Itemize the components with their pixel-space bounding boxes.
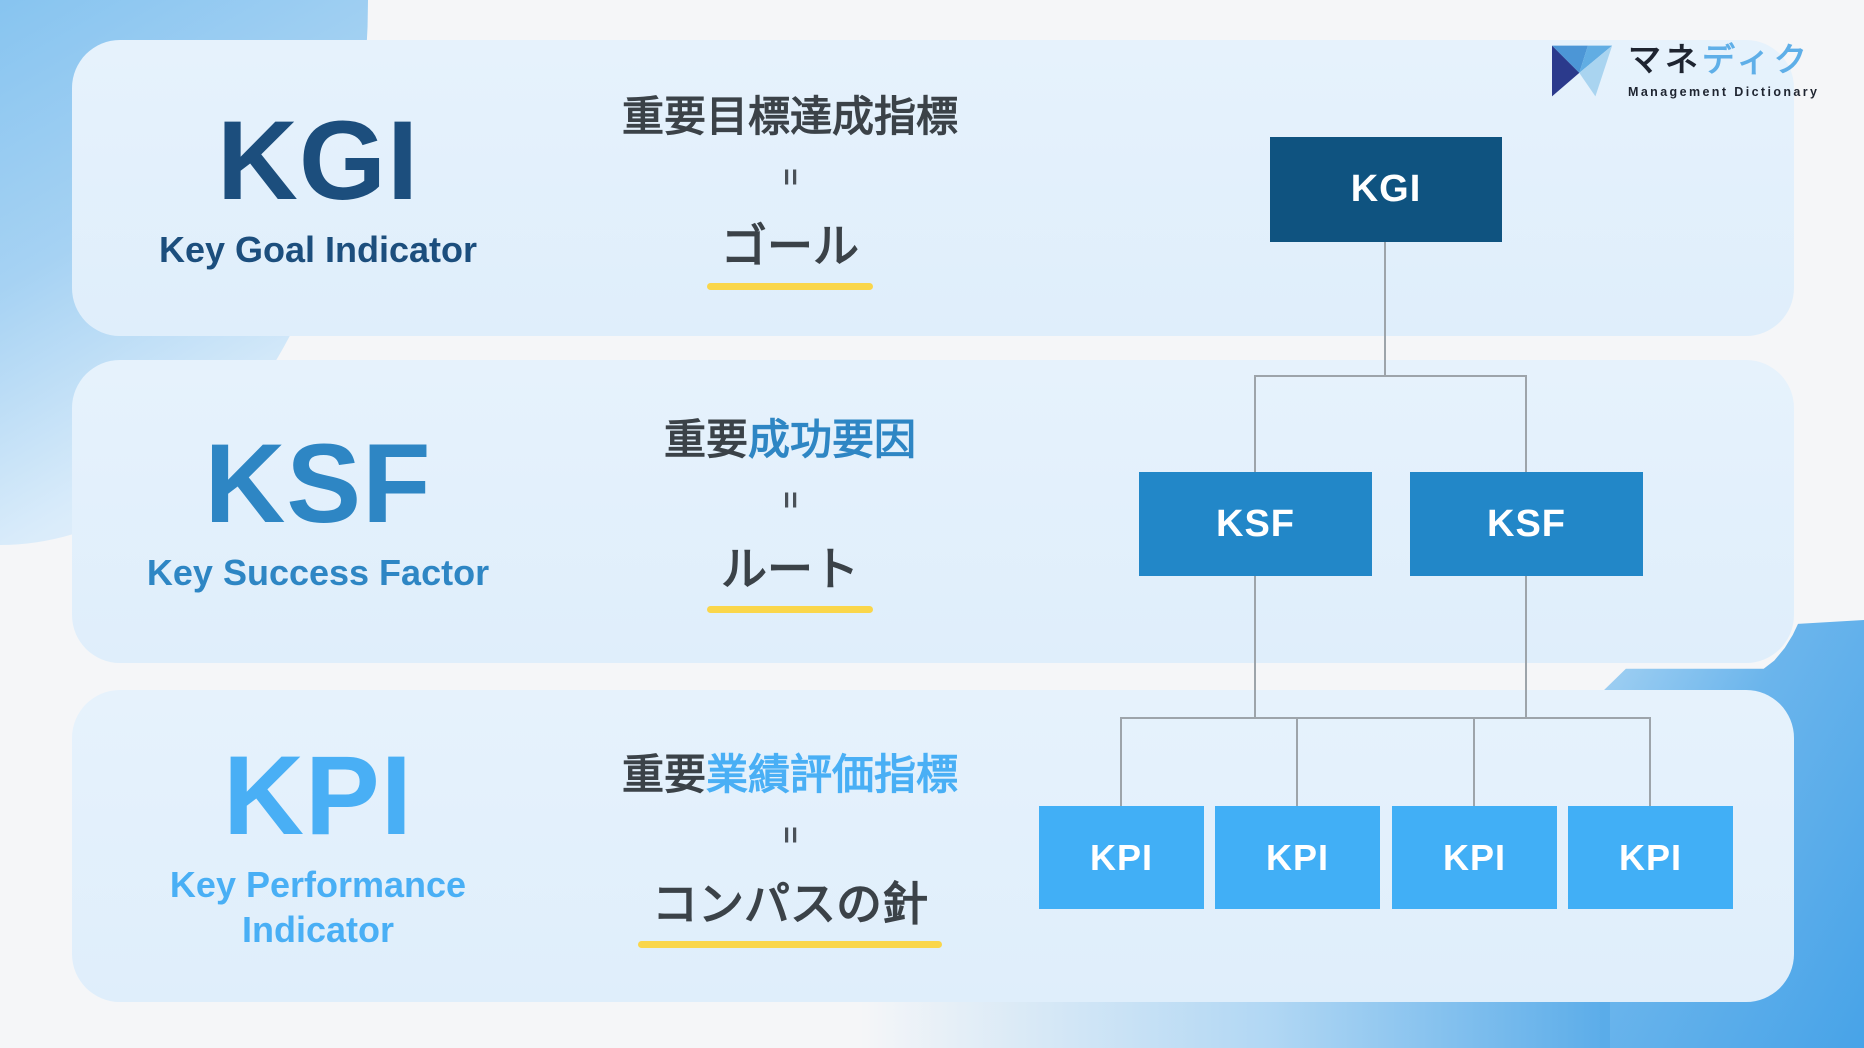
definition-block-kgi: 重要目標達成指標 = ゴール	[570, 40, 1010, 336]
kpi-term-plain: 重要	[621, 750, 706, 798]
logo-mark-icon	[1552, 42, 1614, 105]
definition-block-kpi: 重要業績評価指標 = コンパスの針	[570, 690, 1010, 1002]
tree-node-kpi-2: KPI	[1215, 806, 1380, 909]
tree-node-kgi: KGI	[1270, 137, 1502, 242]
bottom-gradient-fade	[860, 1002, 1610, 1048]
heading-block-kpi: KPI Key Performance Indicator	[140, 690, 496, 1002]
connector-kpi4-drop	[1649, 717, 1651, 806]
site-logo: マネディク Management Dictionary	[1552, 41, 1820, 105]
kgi-japanese-term: 重要目標達成指標	[622, 83, 958, 144]
connector-kpi-branch	[1120, 717, 1651, 719]
ksf-term-colored: 成功要因	[748, 416, 917, 463]
logo-subtitle: Management Dictionary	[1628, 85, 1820, 100]
ksf-keyword-underlined: ルート	[707, 533, 873, 613]
connector-ksf1-down	[1254, 576, 1256, 718]
heading-block-ksf: KSF Key Success Factor	[140, 360, 496, 663]
logo-brand-name: マネディク	[1628, 41, 1819, 78]
kgi-title: KGI	[216, 97, 420, 223]
connector-kpi1-drop	[1120, 717, 1122, 806]
ksf-term-plain: 重要	[663, 416, 748, 463]
connector-ksf2-drop	[1525, 375, 1527, 472]
connector-ksf2-down	[1525, 576, 1527, 718]
tree-node-kpi-1: KPI	[1039, 806, 1204, 909]
connector-kpi3-drop	[1473, 717, 1475, 806]
kgi-keyword-underlined: ゴール	[707, 210, 873, 290]
tree-node-ksf-1: KSF	[1139, 472, 1372, 576]
logo-text-block: マネディク Management Dictionary	[1628, 41, 1820, 100]
kpi-full-name: Key Performance Indicator	[169, 864, 467, 950]
logo-pinwheel-icon	[1552, 45, 1613, 97]
ksf-japanese-term: 重要成功要因	[664, 406, 916, 467]
kpi-japanese-term: 重要業績評価指標	[622, 741, 958, 802]
tree-node-kpi-3: KPI	[1392, 806, 1557, 909]
kpi-term-colored: 業績評価指標	[706, 750, 959, 798]
tree-node-kpi-4: KPI	[1568, 806, 1733, 909]
kgi-full-name: Key Goal Indicator	[158, 228, 478, 270]
ksf-title: KSF	[204, 421, 432, 546]
heading-block-kgi: KGI Key Goal Indicator	[140, 40, 496, 336]
kpi-keyword-underlined: コンパスの針	[638, 868, 942, 948]
definition-block-ksf: 重要成功要因 = ルート	[570, 360, 1010, 663]
connector-ksf1-drop	[1254, 375, 1256, 472]
kpi-title: KPI	[223, 733, 413, 858]
tree-node-ksf-2: KSF	[1410, 472, 1643, 576]
connector-ksf-branch	[1254, 375, 1526, 377]
logo-brand-black: マネ	[1628, 41, 1702, 78]
connector-kpi2-drop	[1296, 717, 1298, 806]
ksf-full-name: Key Success Factor	[146, 552, 490, 593]
kgi-term-plain: 重要目標達成指標	[621, 92, 958, 140]
panel-kgi-row	[72, 40, 1794, 336]
logo-brand-blue: ディク	[1702, 41, 1811, 78]
connector-kgi-down	[1384, 242, 1386, 375]
